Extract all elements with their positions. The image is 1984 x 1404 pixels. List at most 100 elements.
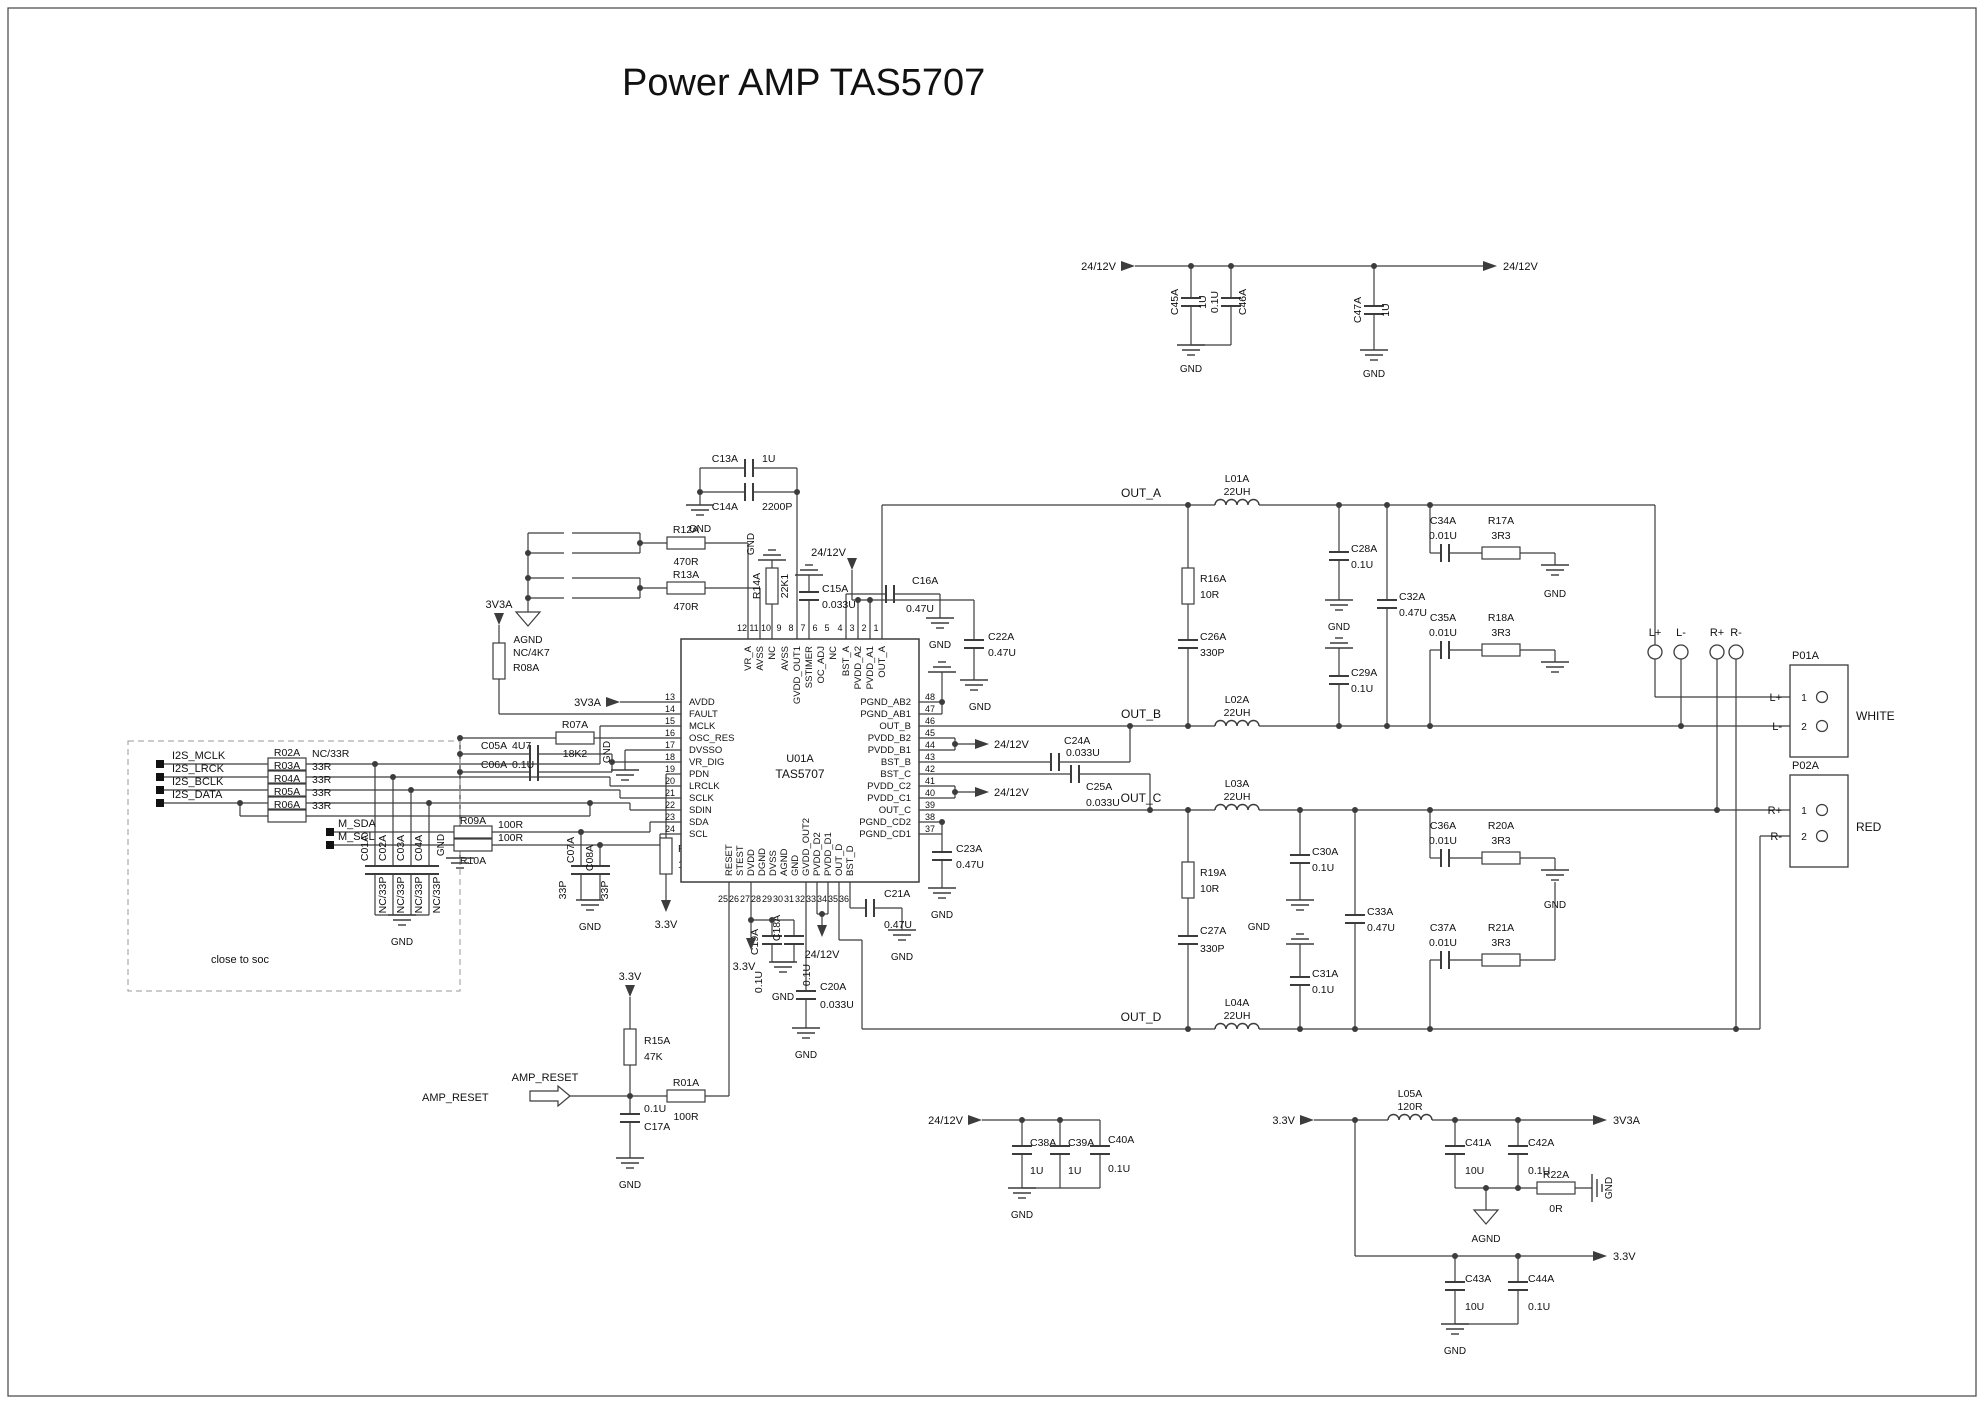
gnd-symbol [1286, 933, 1314, 945]
ref-label: C20A [820, 981, 846, 993]
pin-name: OUT_D [834, 844, 845, 876]
ref-label: R05A [274, 786, 300, 798]
net-label: M_SDA [338, 818, 377, 830]
pin-name: AVDD [689, 697, 715, 708]
pin-number: 29 [762, 894, 772, 904]
ref-label: C43A [1465, 1273, 1491, 1285]
power-arrow-icon [1483, 261, 1497, 271]
pin-name: PGND_AB2 [860, 697, 911, 708]
power-arrow-icon [975, 739, 989, 749]
inductor-coil [1387, 1113, 1433, 1121]
pin-name: OUT_A [877, 645, 888, 677]
ref-label: C14A [712, 501, 738, 513]
value-label: 0.1U [644, 1103, 666, 1115]
junction-dot [426, 800, 432, 806]
power-net-label: 3.3V [619, 971, 642, 983]
junction-dot [855, 597, 861, 603]
power-net-label: 24/12V [994, 787, 1030, 799]
pin-name: RESET [724, 844, 735, 876]
resistor-body [1481, 643, 1521, 657]
pin-name: PVDD_B2 [868, 733, 911, 744]
junction-dot [1352, 807, 1358, 813]
power-arrow-icon [494, 613, 504, 625]
pin-number: 26 [729, 894, 739, 904]
junction-dot [237, 800, 243, 806]
ref-label: C07A [565, 837, 577, 863]
resistor-body [492, 642, 506, 680]
pin-number: 8 [788, 623, 793, 633]
value-label: 33R [312, 774, 332, 786]
junction-dot [939, 699, 945, 705]
value-label: 0.1U [1528, 1301, 1550, 1313]
pin-number: 7 [800, 623, 805, 633]
power-net-label: 3V3A [574, 697, 602, 709]
pin-name: VR_A [743, 645, 754, 670]
value-label: 22UH [1224, 1010, 1251, 1022]
pin-name: OSC_RES [689, 733, 734, 744]
value-label: 1U [1030, 1165, 1043, 1177]
pin-number: 6 [812, 623, 817, 633]
pin-name: GND [790, 855, 801, 876]
junction-dot [1057, 1117, 1063, 1123]
net-label: 1 [1801, 806, 1807, 817]
power-arrow-icon [975, 787, 989, 797]
pin-name: OUT_C [879, 805, 911, 816]
junction-dot [637, 585, 643, 591]
power-flag: 24/12V [928, 1115, 982, 1127]
page-title: Power AMP TAS5707 [622, 62, 985, 104]
signal-marker-icon [156, 773, 164, 781]
junction-dot [1515, 1185, 1521, 1191]
ic-part: TAS5707 [775, 767, 824, 781]
power-arrow-icon [746, 938, 756, 950]
net-label: GND [619, 1180, 641, 1191]
value-label: 0.1U [753, 971, 765, 993]
power-net-label: 24/12V [811, 547, 847, 559]
net-label: GND [436, 834, 447, 856]
value-label: 470R [673, 556, 699, 568]
pin-name: GVDD_OUT1 [792, 646, 803, 704]
value-label: 22UH [1224, 707, 1251, 719]
junction-dot [408, 787, 414, 793]
pin-number: 11 [749, 623, 758, 633]
junction-dot [1515, 1117, 1521, 1123]
power-flag: 3.3V [655, 900, 678, 931]
connector-body [1789, 664, 1849, 758]
pin-number: 39 [925, 800, 935, 810]
net-label: close to soc [211, 954, 270, 966]
pin-number: 44 [925, 740, 935, 750]
value-label: 1U [1068, 1165, 1081, 1177]
net-label: GND [1544, 589, 1566, 600]
ref-label: C31A [1312, 968, 1338, 980]
net-label: GND [579, 922, 601, 933]
value-label: 3R3 [1491, 627, 1510, 639]
value-label: 100R [673, 1111, 699, 1123]
junction-dot [372, 761, 378, 767]
value-label: 33R [312, 787, 332, 799]
pin-number: 47 [925, 704, 935, 714]
sheet-border [7, 7, 1977, 1397]
pin-number: 20 [665, 776, 675, 786]
ref-label: L05A [1398, 1088, 1423, 1100]
connector-pin [1815, 690, 1829, 704]
value-label: 100R [498, 832, 524, 844]
junction-dot [1352, 1117, 1358, 1123]
net-label: P01A [1792, 650, 1820, 662]
gnd-symbol [686, 504, 714, 516]
ref-label: C03A [395, 835, 407, 861]
ref-label: C06A [481, 759, 507, 771]
value-label: 0.033U [822, 599, 856, 611]
ref-label: C34A [1430, 515, 1456, 527]
ref-label: C21A [884, 888, 910, 900]
net-label: GND [1363, 369, 1385, 380]
pin-name: SDA [689, 817, 709, 828]
junction-dot [1019, 1117, 1025, 1123]
pin-name: DVSSO [689, 745, 722, 756]
